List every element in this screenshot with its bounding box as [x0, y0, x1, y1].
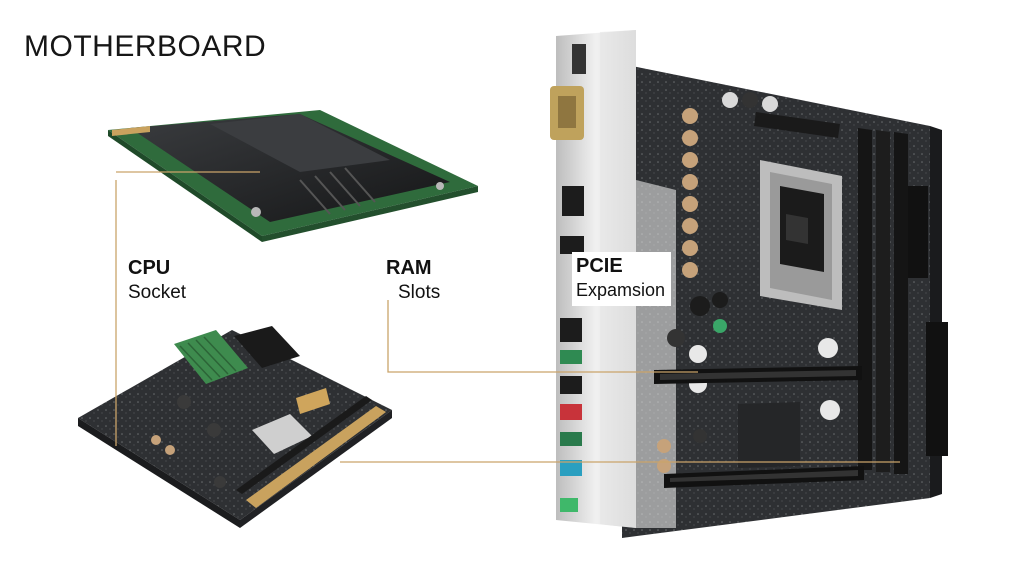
leader-lines	[115, 171, 900, 463]
pcie-label-subtitle: Expamsion	[576, 280, 666, 300]
ram-leader-line	[387, 300, 698, 373]
ram-label-subtitle: Slots	[398, 282, 441, 303]
cpu-socket-label: CPU Socket	[128, 256, 186, 305]
ram-slots-label: RAM Slots	[386, 256, 440, 305]
cpu-label-title: CPU	[128, 257, 171, 279]
pcie-expansion-label: PCIE Expamsion	[572, 252, 672, 306]
small-board-image	[78, 326, 392, 528]
pcie-label-title: PCIE	[576, 255, 623, 277]
cpu-label-subtitle: Socket	[128, 282, 187, 303]
page-title: MOTHERBOARD	[24, 30, 267, 63]
heatsink-module-image	[108, 110, 478, 242]
ram-label-title: RAM	[386, 257, 432, 279]
motherboard-image	[550, 30, 948, 538]
